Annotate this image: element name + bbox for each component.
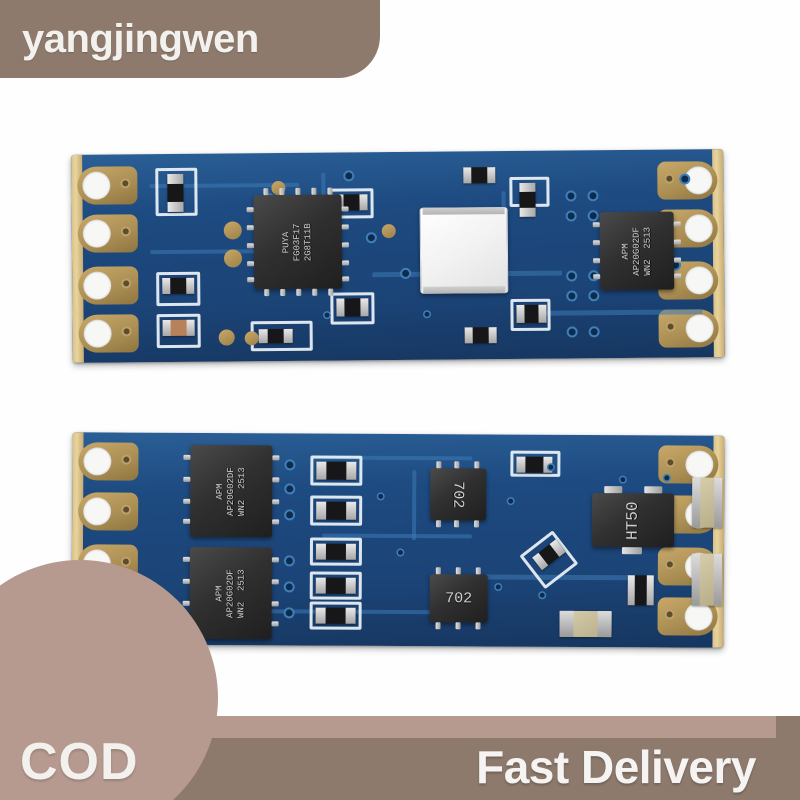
test-pad [223,249,243,268]
via-hole [402,269,410,277]
via-hole [548,464,554,470]
via-hole [378,493,384,499]
chip-marking-text: APM AP20G02DF WN2 2513 [214,568,247,618]
solder-pad [77,166,138,205]
cod-badge-label: COD [20,733,139,791]
chip-pins-bottom [430,622,488,630]
chip-apm-mosfet-q2: APM AP20G02DF WN2 2513 [182,546,279,640]
via-hole [568,328,576,336]
via-hole [590,292,598,300]
copper-trace [149,249,260,255]
via-hole [495,584,501,590]
via-hole [424,311,430,317]
test-pad [218,329,235,346]
chip-pins-top [430,567,488,575]
chip-apm-mosfet: APM AP20G02DF WN2 2513 [592,211,682,291]
smd-resistor [464,327,497,344]
smd-resistor [516,456,553,473]
via-hole [567,212,575,220]
chip-puya-mcu: PUYA FG03F17 2G8T11B [246,187,350,297]
smd-resistor [316,501,357,520]
shop-watermark-banner: yangjingwen [0,0,380,78]
chip-pins-bottom [592,547,674,555]
via-hole [681,175,689,183]
chip-pins-bottom [430,520,486,528]
chip-marking-text: PUYA FG03F17 2G8T11B [281,222,314,261]
chip-opamp-702-lower: 702 [429,567,488,630]
test-pad [223,221,242,240]
chip-marking-text: 702 [445,589,473,607]
chip-ht50-regulator: HT50 [591,486,675,555]
smd-resistor [516,304,547,323]
via-hole [285,557,293,565]
chip-pins-left [592,212,601,290]
chip-marking-text: APM AP20G02DF WN2 2513 [620,226,653,276]
solder-pad [658,309,719,348]
test-pad [381,224,396,239]
smd-resistor [162,319,195,337]
smd-capacitor [559,610,612,638]
smd-resistor [167,173,184,213]
via-hole [397,549,403,556]
chip-marking-text: HT50 [623,500,642,540]
via-hole [568,292,576,300]
smd-resistor [519,182,536,217]
chip-pins-top [430,461,486,469]
fast-delivery-label: Fast Delivery [476,741,756,793]
chip-apm-mosfet-q1: APM AP20G02DF WN2 2513 [183,444,280,538]
solder-pad [78,492,139,531]
chip-opamp-702-upper: 702 [430,461,487,528]
via-hole [285,609,293,617]
via-hole [539,592,545,598]
chip-pins-right [272,445,280,537]
shop-name-label: yangjingwen [22,16,259,61]
chip-pins-bottom [254,288,342,297]
chip-marking-text: APM AP20G02DF WN2 2513 [214,466,247,516]
smd-resistor [315,577,356,594]
smd-resistor [162,277,195,295]
solder-pad [78,266,139,305]
chip-pins-right [271,547,279,639]
smd-resistor [336,298,369,317]
smd-resistor [258,328,293,344]
via-hole [367,234,375,242]
via-hole [345,172,353,180]
via-hole [664,475,670,481]
chip-pins-left [183,445,191,537]
solder-pad [78,442,139,481]
solder-pad [78,314,139,353]
solder-pad [77,214,138,253]
copper-trace [481,574,652,581]
via-hole [285,583,293,591]
smd-capacitor [692,477,723,528]
via-hole [324,312,330,318]
chip-pins-top [253,187,341,196]
via-hole [567,192,575,200]
via-hole [286,461,294,469]
footer-bar: COD Fast Delivery [0,560,800,800]
smd-resistor [315,543,356,560]
via-hole [508,498,514,504]
via-hole [286,485,294,493]
via-hole [568,272,576,280]
chip-pins-right [673,212,682,290]
smd-resistor [315,607,356,624]
via-hole [620,477,626,483]
chip-pins-top [592,486,674,494]
copper-trace [411,470,417,541]
chip-pins-left [246,195,255,289]
power-inductor [419,207,509,294]
pcb-board-top-view: PUYA FG03F17 2G8T11B APM AP20G02DF WN2 2… [71,149,725,363]
via-hole [589,192,597,200]
smd-resistor [463,167,496,184]
smd-resistor [316,461,357,480]
smd-resistor [627,575,654,606]
test-pad [244,331,259,346]
via-hole [590,328,598,336]
smd-capacitor [691,553,722,606]
chip-pins-right [341,194,350,288]
via-hole [286,511,294,519]
chip-marking-text: 702 [449,480,467,508]
